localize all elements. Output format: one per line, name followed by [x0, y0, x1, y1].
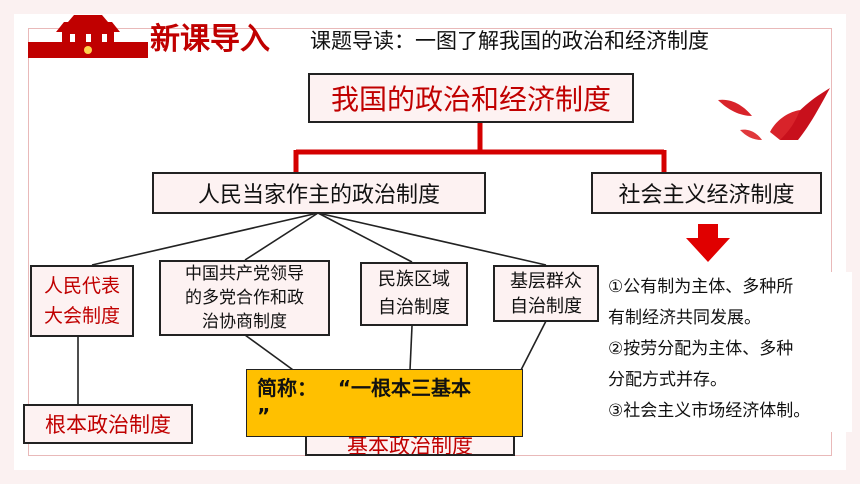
down-arrow-icon — [686, 224, 730, 262]
tiananmen-emblem — [28, 15, 148, 58]
node-label: 自治制度 — [510, 295, 582, 317]
node-label: 治协商制度 — [202, 312, 287, 332]
node-label: 自治制度 — [378, 297, 450, 318]
economy-point: ②按劳分配为主体、多种 — [608, 339, 794, 359]
economy-points-panel: ①公有制为主体、多种所 有制经济共同发展。 ②按劳分配为主体、多种 分配方式并存… — [604, 272, 852, 432]
summary-callout: 简称： “一根本三基本 ” — [246, 369, 523, 437]
node-label: 基层群众 — [510, 270, 582, 292]
political-system-node: 人民当家作主的政治制度 — [152, 172, 486, 214]
economy-point: 有制经济共同发展。 — [608, 308, 761, 328]
economic-system-node: 社会主义经济制度 — [591, 172, 822, 214]
root-node: 我国的政治和经济制度 — [308, 73, 634, 123]
node-label: 基本政治制度 — [347, 434, 473, 456]
fundamental-system-node: 根本政治制度 — [23, 404, 193, 444]
peoples-congress-node: 人民代表大会制度 — [30, 265, 134, 337]
economy-point: ③社会主义市场经济体制。 — [608, 401, 811, 421]
economy-point: 分配方式并存。 — [608, 370, 727, 390]
node-label: 民族区域 — [378, 269, 450, 290]
economy-point: ①公有制为主体、多种所 — [608, 277, 794, 297]
callout-text: 简称： “一根本三基本 — [257, 376, 472, 400]
node-label: 的多党合作和政 — [185, 288, 304, 308]
grassroots-autonomy-node: 基层群众自治制度 — [493, 265, 599, 322]
node-label: 大会制度 — [43, 305, 120, 327]
regional-autonomy-node: 民族区域自治制度 — [360, 262, 468, 326]
node-label: 人民代表 — [43, 275, 120, 297]
reading-guide: 课题导读：一图了解我国的政治和经济制度 — [310, 29, 709, 53]
multiparty-cooperation-node: 中国共产党领导的多党合作和政治协商制度 — [159, 260, 330, 336]
node-label: 中国共产党领导 — [185, 264, 304, 284]
dove-icon — [718, 88, 830, 140]
lesson-title: 新课导入 — [150, 22, 270, 57]
callout-text: ” — [257, 404, 271, 428]
